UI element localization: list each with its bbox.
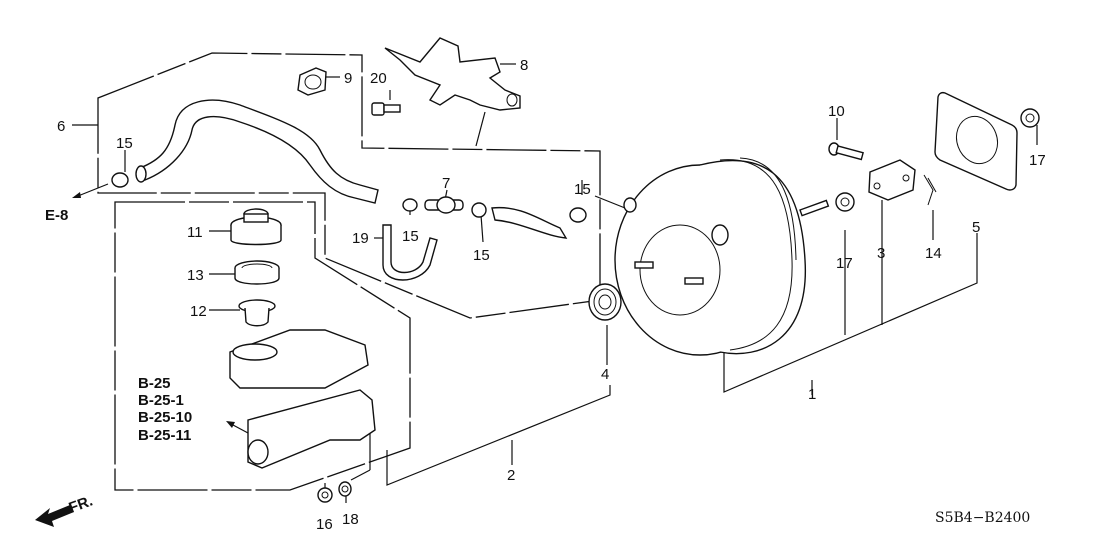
part-label-4[interactable]: 4: [601, 366, 609, 383]
gasket-5-illustration: [934, 91, 1018, 191]
part-label-20[interactable]: 20: [370, 70, 387, 87]
part-label-17b[interactable]: 17: [1029, 152, 1046, 169]
part-label-7[interactable]: 7: [442, 175, 450, 192]
yoke-3-illustration: [868, 159, 916, 201]
clamp-9-illustration: [297, 67, 327, 96]
leader-lines: [72, 63, 1038, 503]
nut-17-illustrations: [835, 108, 1040, 212]
ref-label-b25[interactable]: B-25: [138, 375, 171, 392]
part-label-14[interactable]: 14: [925, 245, 942, 262]
reservoir-cap-11-illustration: [230, 208, 282, 246]
ref-label-e8[interactable]: E-8: [45, 207, 68, 224]
frame-master-cylinder-group: [114, 201, 411, 491]
clip-14-illustration: [923, 174, 937, 206]
hose-clamp-illustrations: [111, 172, 587, 223]
part-label-15b[interactable]: 15: [402, 228, 419, 245]
part-label-17a[interactable]: 17: [836, 255, 853, 272]
part-label-19[interactable]: 19: [352, 230, 369, 247]
bolt-20-illustration: [371, 102, 401, 116]
brake-booster-illustration: [614, 157, 830, 356]
ref-label-b25-11[interactable]: B-25-11: [138, 427, 191, 444]
part-label-15d[interactable]: 15: [574, 181, 591, 198]
master-cylinder-illustration: [229, 329, 376, 469]
part-label-3[interactable]: 3: [877, 245, 885, 262]
part-label-1[interactable]: 1: [808, 386, 816, 403]
part-label-2[interactable]: 2: [507, 467, 515, 484]
pin-10-illustration: [828, 142, 864, 161]
short-hose-illustration: [491, 206, 568, 239]
part-label-10[interactable]: 10: [828, 103, 845, 120]
part-label-8[interactable]: 8: [520, 57, 528, 74]
ref-label-b25-10[interactable]: B-25-10: [138, 409, 192, 426]
seal-4-illustration: [588, 283, 622, 321]
seal-13-illustration: [234, 260, 280, 285]
grommet-12-illustration: [238, 299, 276, 327]
part-label-13[interactable]: 13: [187, 267, 204, 284]
part-label-16[interactable]: 16: [316, 516, 333, 533]
part-label-5[interactable]: 5: [972, 219, 980, 236]
part-label-12[interactable]: 12: [190, 303, 207, 320]
check-valve-7-illustration: [424, 196, 464, 214]
part-label-6[interactable]: 6: [57, 118, 65, 135]
part-label-15a[interactable]: 15: [116, 135, 133, 152]
washer-18-illustration: [338, 481, 352, 497]
part-label-11[interactable]: 11: [187, 224, 203, 241]
front-direction-label: FR.: [67, 493, 96, 517]
nut-16-illustration: [317, 487, 333, 503]
front-direction-arrow: FR.: [35, 493, 95, 527]
diagram-code: S5B4−B2400: [935, 510, 1030, 526]
bracket-8-illustration: [384, 37, 521, 111]
ref-label-b25-1[interactable]: B-25-1: [138, 392, 184, 409]
part-label-15c[interactable]: 15: [473, 247, 490, 264]
part-label-9[interactable]: 9: [344, 70, 352, 87]
part-label-18[interactable]: 18: [342, 511, 359, 528]
u-hose-19-illustration: [382, 224, 438, 281]
vacuum-hose-illustration: [135, 99, 379, 204]
